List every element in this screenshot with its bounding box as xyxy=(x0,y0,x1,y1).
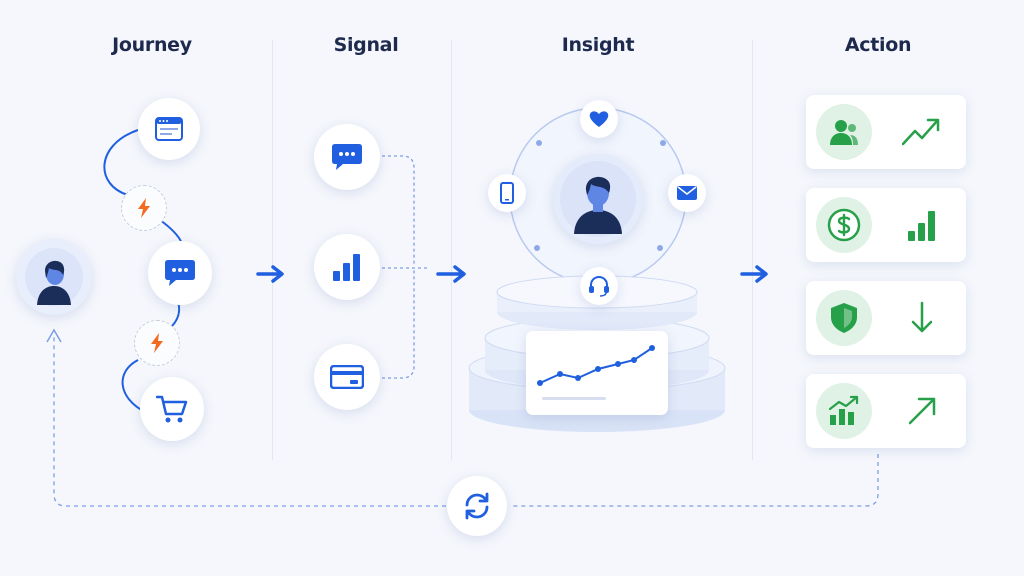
action-badge xyxy=(816,383,872,439)
insight-orbit-mobile xyxy=(488,174,526,212)
stage-title-signal: Signal xyxy=(333,34,399,56)
stage-title-action: Action xyxy=(844,34,912,56)
credit-card-icon xyxy=(330,365,364,389)
arrow-right-icon xyxy=(740,265,768,283)
action-card-growth xyxy=(806,374,966,448)
growth-chart-icon xyxy=(828,395,859,425)
signal-payment xyxy=(314,344,380,410)
action-badge xyxy=(816,290,872,346)
chat-bubble-icon xyxy=(332,144,362,170)
action-badge xyxy=(816,197,872,253)
column-divider xyxy=(451,40,452,460)
mail-icon xyxy=(677,186,697,200)
stage-title-insight: Insight xyxy=(561,34,635,56)
dollar-coin-icon xyxy=(827,208,861,242)
column-divider xyxy=(752,40,753,460)
trend-line-chart-icon xyxy=(537,345,655,400)
insight-trend-panel xyxy=(526,331,668,415)
journey-trigger-2 xyxy=(134,320,180,366)
insight-orbit-email xyxy=(668,174,706,212)
arrow-up-right-icon xyxy=(908,397,936,425)
action-card-revenue xyxy=(806,188,966,262)
action-card-engagement xyxy=(806,95,966,169)
action-badge xyxy=(816,104,872,160)
bar-chart-icon xyxy=(333,254,360,281)
user-group-icon xyxy=(830,120,858,145)
stage-title-journey: Journey xyxy=(112,34,192,56)
browser-window-icon xyxy=(155,117,183,141)
shopping-cart-icon xyxy=(156,395,188,423)
arrow-down-icon xyxy=(911,301,933,333)
insight-orbit-support xyxy=(580,267,618,305)
bar-chart-icon xyxy=(908,211,935,241)
mobile-phone-icon xyxy=(500,182,514,204)
headset-icon xyxy=(589,275,609,297)
journey-step-chat xyxy=(148,241,212,305)
insight-customer-avatar xyxy=(553,154,643,244)
journey-trigger-1 xyxy=(121,185,167,231)
feedback-loop-node xyxy=(447,476,507,536)
customer-avatar xyxy=(16,239,92,315)
signal-analytics xyxy=(314,234,380,300)
trend-up-zigzag-icon xyxy=(902,118,940,146)
shield-icon xyxy=(831,303,857,333)
insight-orbit-engagement xyxy=(580,100,618,138)
heart-icon xyxy=(589,111,609,127)
journey-step-cart xyxy=(140,377,204,441)
column-divider xyxy=(272,40,273,460)
lightning-bolt-icon xyxy=(138,198,150,218)
signal-chat xyxy=(314,124,380,190)
chat-bubble-icon xyxy=(165,260,195,286)
action-card-risk xyxy=(806,281,966,355)
person-avatar-icon xyxy=(560,161,636,237)
person-avatar-icon xyxy=(25,248,83,306)
lightning-bolt-icon xyxy=(151,333,163,353)
journey-step-browser xyxy=(138,98,200,160)
arrow-right-icon xyxy=(436,265,466,283)
refresh-cycle-icon xyxy=(465,492,489,520)
arrow-right-icon xyxy=(256,265,284,283)
